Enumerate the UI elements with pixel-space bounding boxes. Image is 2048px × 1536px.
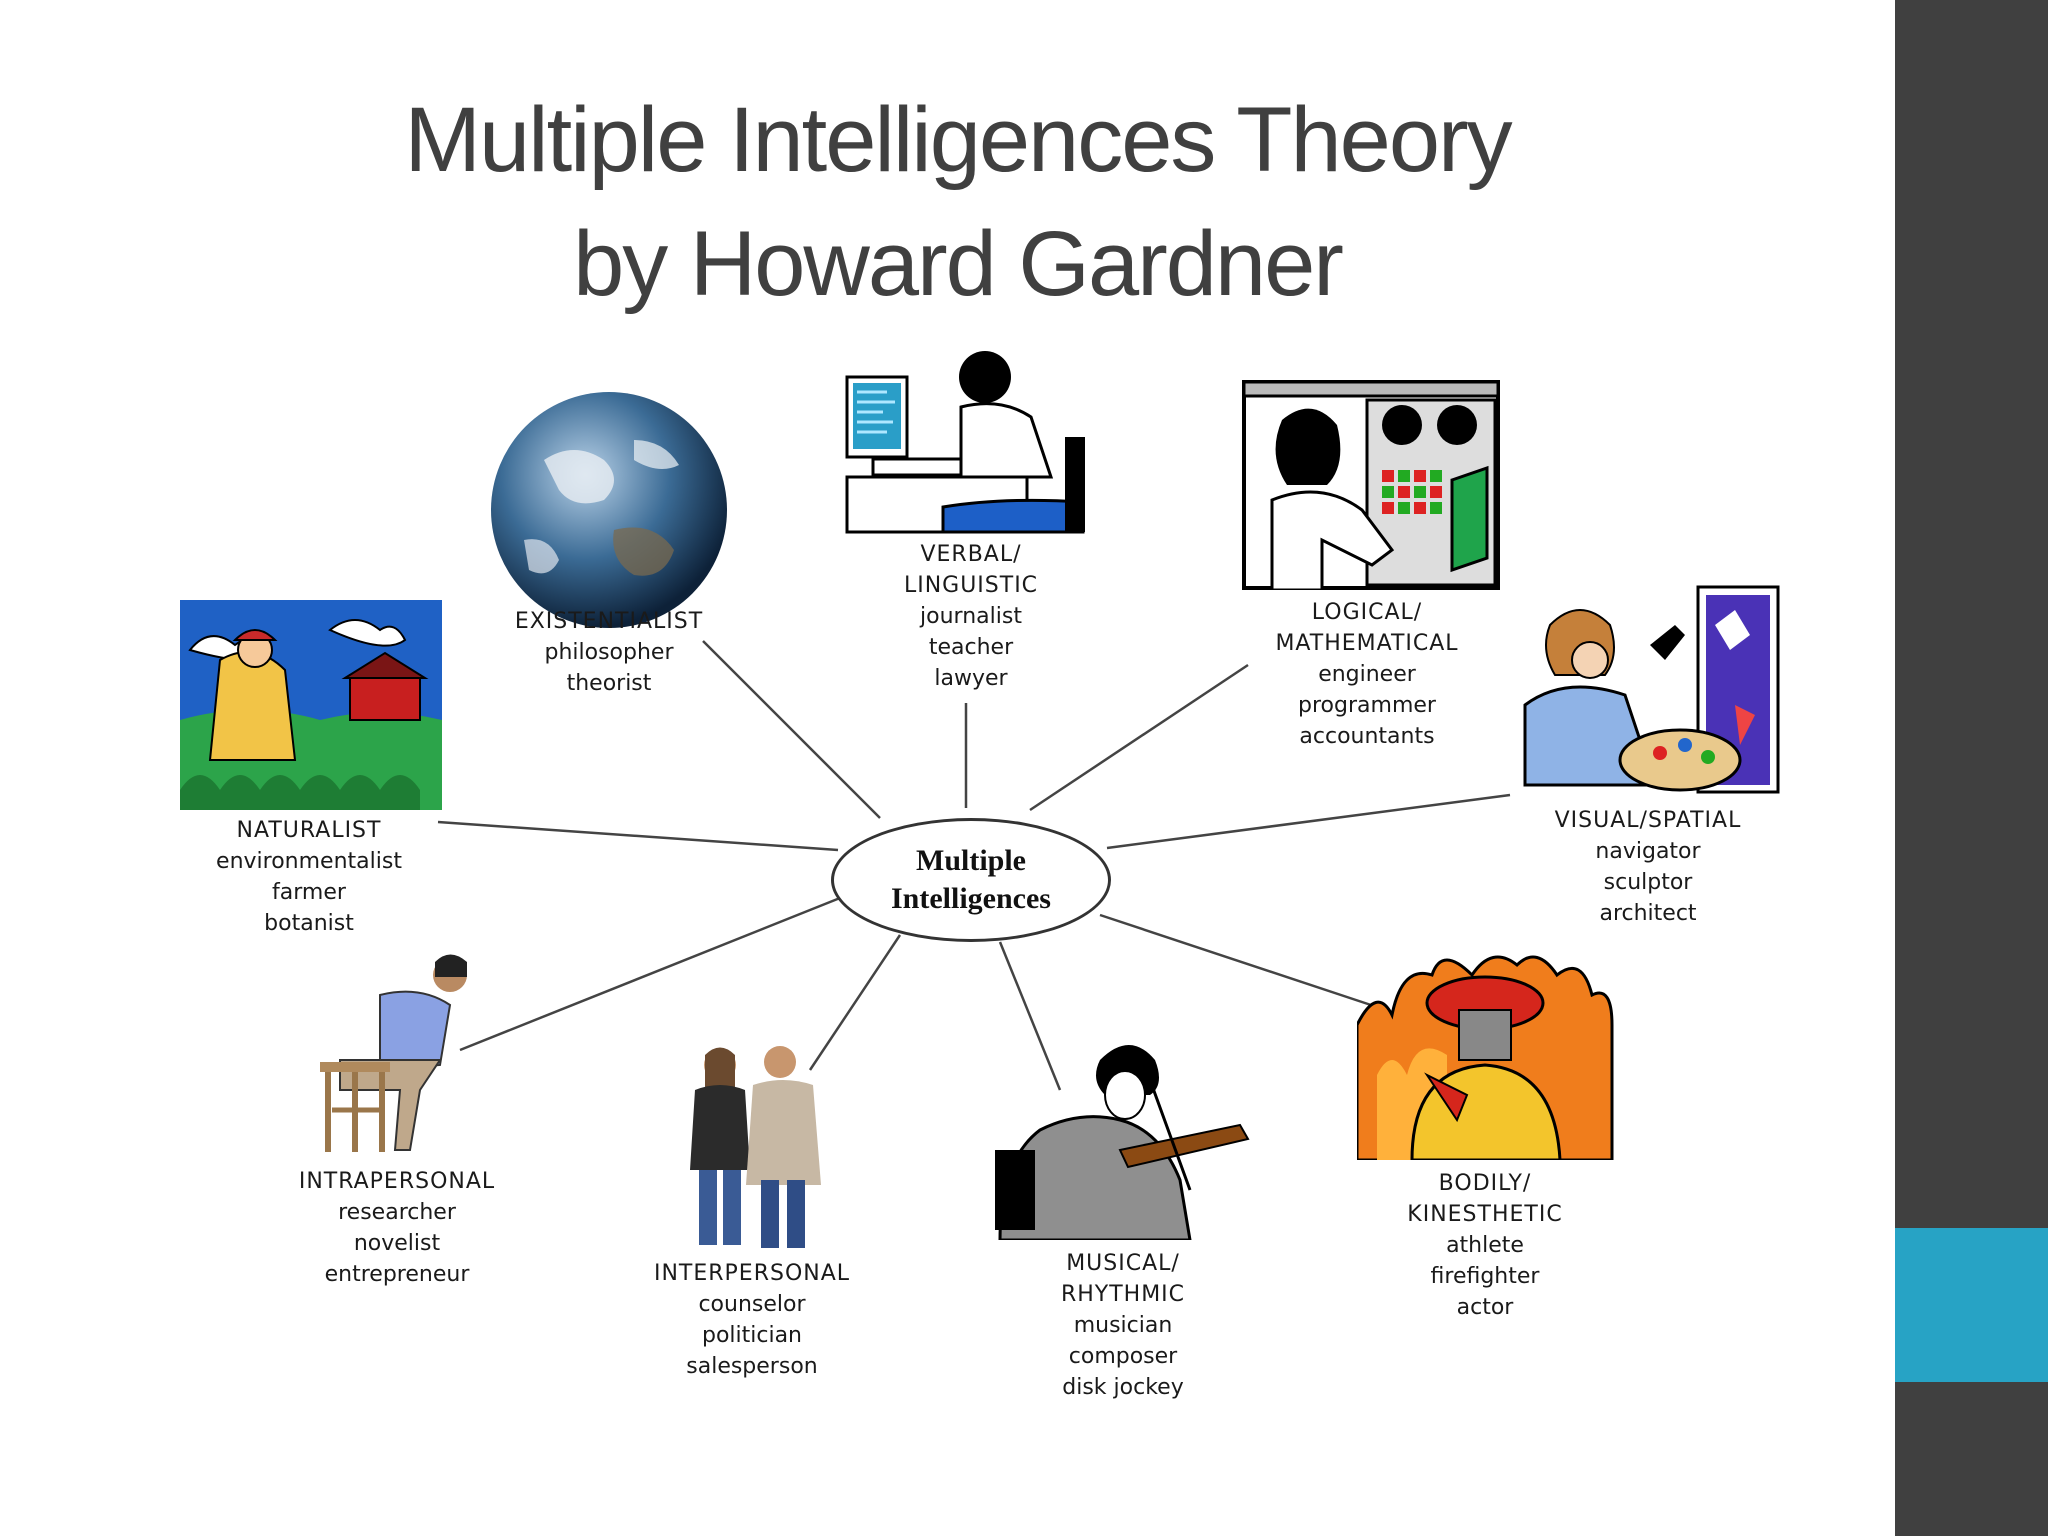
example-naturalist-3: botanist [264,911,354,936]
earth-globe-icon [484,390,734,630]
example-bodily-3: actor [1456,1295,1514,1320]
label-bodily-kinesthetic: BODILY/ KINESTHETIC athlete firefighter … [1407,1168,1562,1323]
link-visual [1106,793,1511,850]
category-bodily-line-1: BODILY/ [1438,1171,1532,1196]
category-intrapersonal: INTRAPERSONAL [298,1169,496,1194]
link-existentialist [702,640,881,819]
painter-with-palette-icon [1520,585,1782,797]
link-naturalist [437,820,839,852]
example-verbal-3: lawyer [934,666,1008,691]
example-intrapersonal-1: researcher [338,1200,456,1225]
farmer-in-field-icon [180,600,442,810]
category-verbal-line-2: LINGUISTIC [903,573,1039,598]
slide-accent-block [1895,1228,2048,1382]
label-musical-rhythmic: MUSICAL/ RHYTHMIC musician composer disk… [1061,1248,1185,1403]
example-verbal-2: teacher [928,635,1014,660]
link-logical [1029,663,1249,812]
category-logical-line-2: MATHEMATICAL [1275,631,1459,656]
label-verbal-linguistic: VERBAL/ LINGUISTIC journalist teacher la… [904,539,1038,694]
example-logical-2: programmer [1298,693,1436,718]
category-musical-line-1: MUSICAL/ [1066,1251,1180,1276]
label-naturalist: NATURALIST environmentalist farmer botan… [216,815,402,939]
label-existentialist: EXISTENTIALIST philosopher theorist [515,606,703,699]
example-naturalist-2: farmer [272,880,346,905]
example-logical-3: accountants [1299,724,1435,749]
category-bodily-line-2: KINESTHETIC [1407,1202,1563,1227]
slide-title: Multiple Intelligences Theory by Howard … [300,78,1615,326]
category-verbal-line-1: VERBAL/ [920,542,1022,567]
example-visual-2: sculptor [1603,870,1693,895]
label-visual-spatial: VISUAL/SPATIAL navigator sculptor archit… [1555,805,1742,929]
center-line-1: Multiple [916,844,1026,877]
center-node: Multiple Intelligences [831,818,1111,942]
link-interpersonal [808,934,902,1071]
example-bodily-2: firefighter [1430,1264,1540,1289]
example-intrapersonal-3: entrepreneur [324,1262,470,1287]
category-musical-line-2: RHYTHMIC [1060,1282,1186,1307]
woman-at-control-panel-icon [1242,380,1500,590]
person-at-computer-icon [843,347,1101,534]
link-musical [998,941,1062,1091]
example-bodily-1: athlete [1446,1233,1524,1258]
label-logical-mathematical: LOGICAL/ MATHEMATICAL engineer programme… [1275,597,1458,752]
example-visual-3: architect [1599,901,1697,926]
category-existentialist: EXISTENTIALIST [514,609,704,634]
link-bodily [1099,913,1381,1010]
example-interpersonal-3: salesperson [686,1354,818,1379]
example-logical-1: engineer [1318,662,1416,687]
example-existentialist-1: philosopher [544,640,674,665]
example-naturalist-1: environmentalist [216,849,402,874]
example-musical-1: musician [1073,1313,1173,1338]
example-intrapersonal-2: novelist [353,1231,441,1256]
violinist-icon [990,1040,1252,1240]
label-intrapersonal: INTRAPERSONAL researcher novelist entrep… [299,1166,495,1290]
thinking-man-on-stool-icon [310,950,480,1158]
example-interpersonal-1: counselor [698,1292,806,1317]
two-people-standing-icon [675,1040,827,1252]
category-interpersonal: INTERPERSONAL [653,1261,851,1286]
example-existentialist-2: theorist [566,671,652,696]
label-interpersonal: INTERPERSONAL counselor politician sales… [654,1258,850,1382]
example-musical-3: disk jockey [1062,1375,1184,1400]
example-interpersonal-2: politician [701,1323,803,1348]
firefighter-icon [1357,955,1615,1160]
example-verbal-1: journalist [920,604,1022,629]
example-musical-2: composer [1068,1344,1178,1369]
link-intrapersonal [459,896,841,1052]
category-naturalist: NATURALIST [236,818,382,843]
title-line-1: Multiple Intelligences Theory [404,89,1512,191]
category-logical-line-1: LOGICAL/ [1311,600,1423,625]
center-line-2: Intelligences [891,882,1051,915]
example-visual-1: navigator [1595,839,1701,864]
category-visual: VISUAL/SPATIAL [1554,808,1742,833]
title-line-2: by Howard Gardner [573,213,1344,315]
